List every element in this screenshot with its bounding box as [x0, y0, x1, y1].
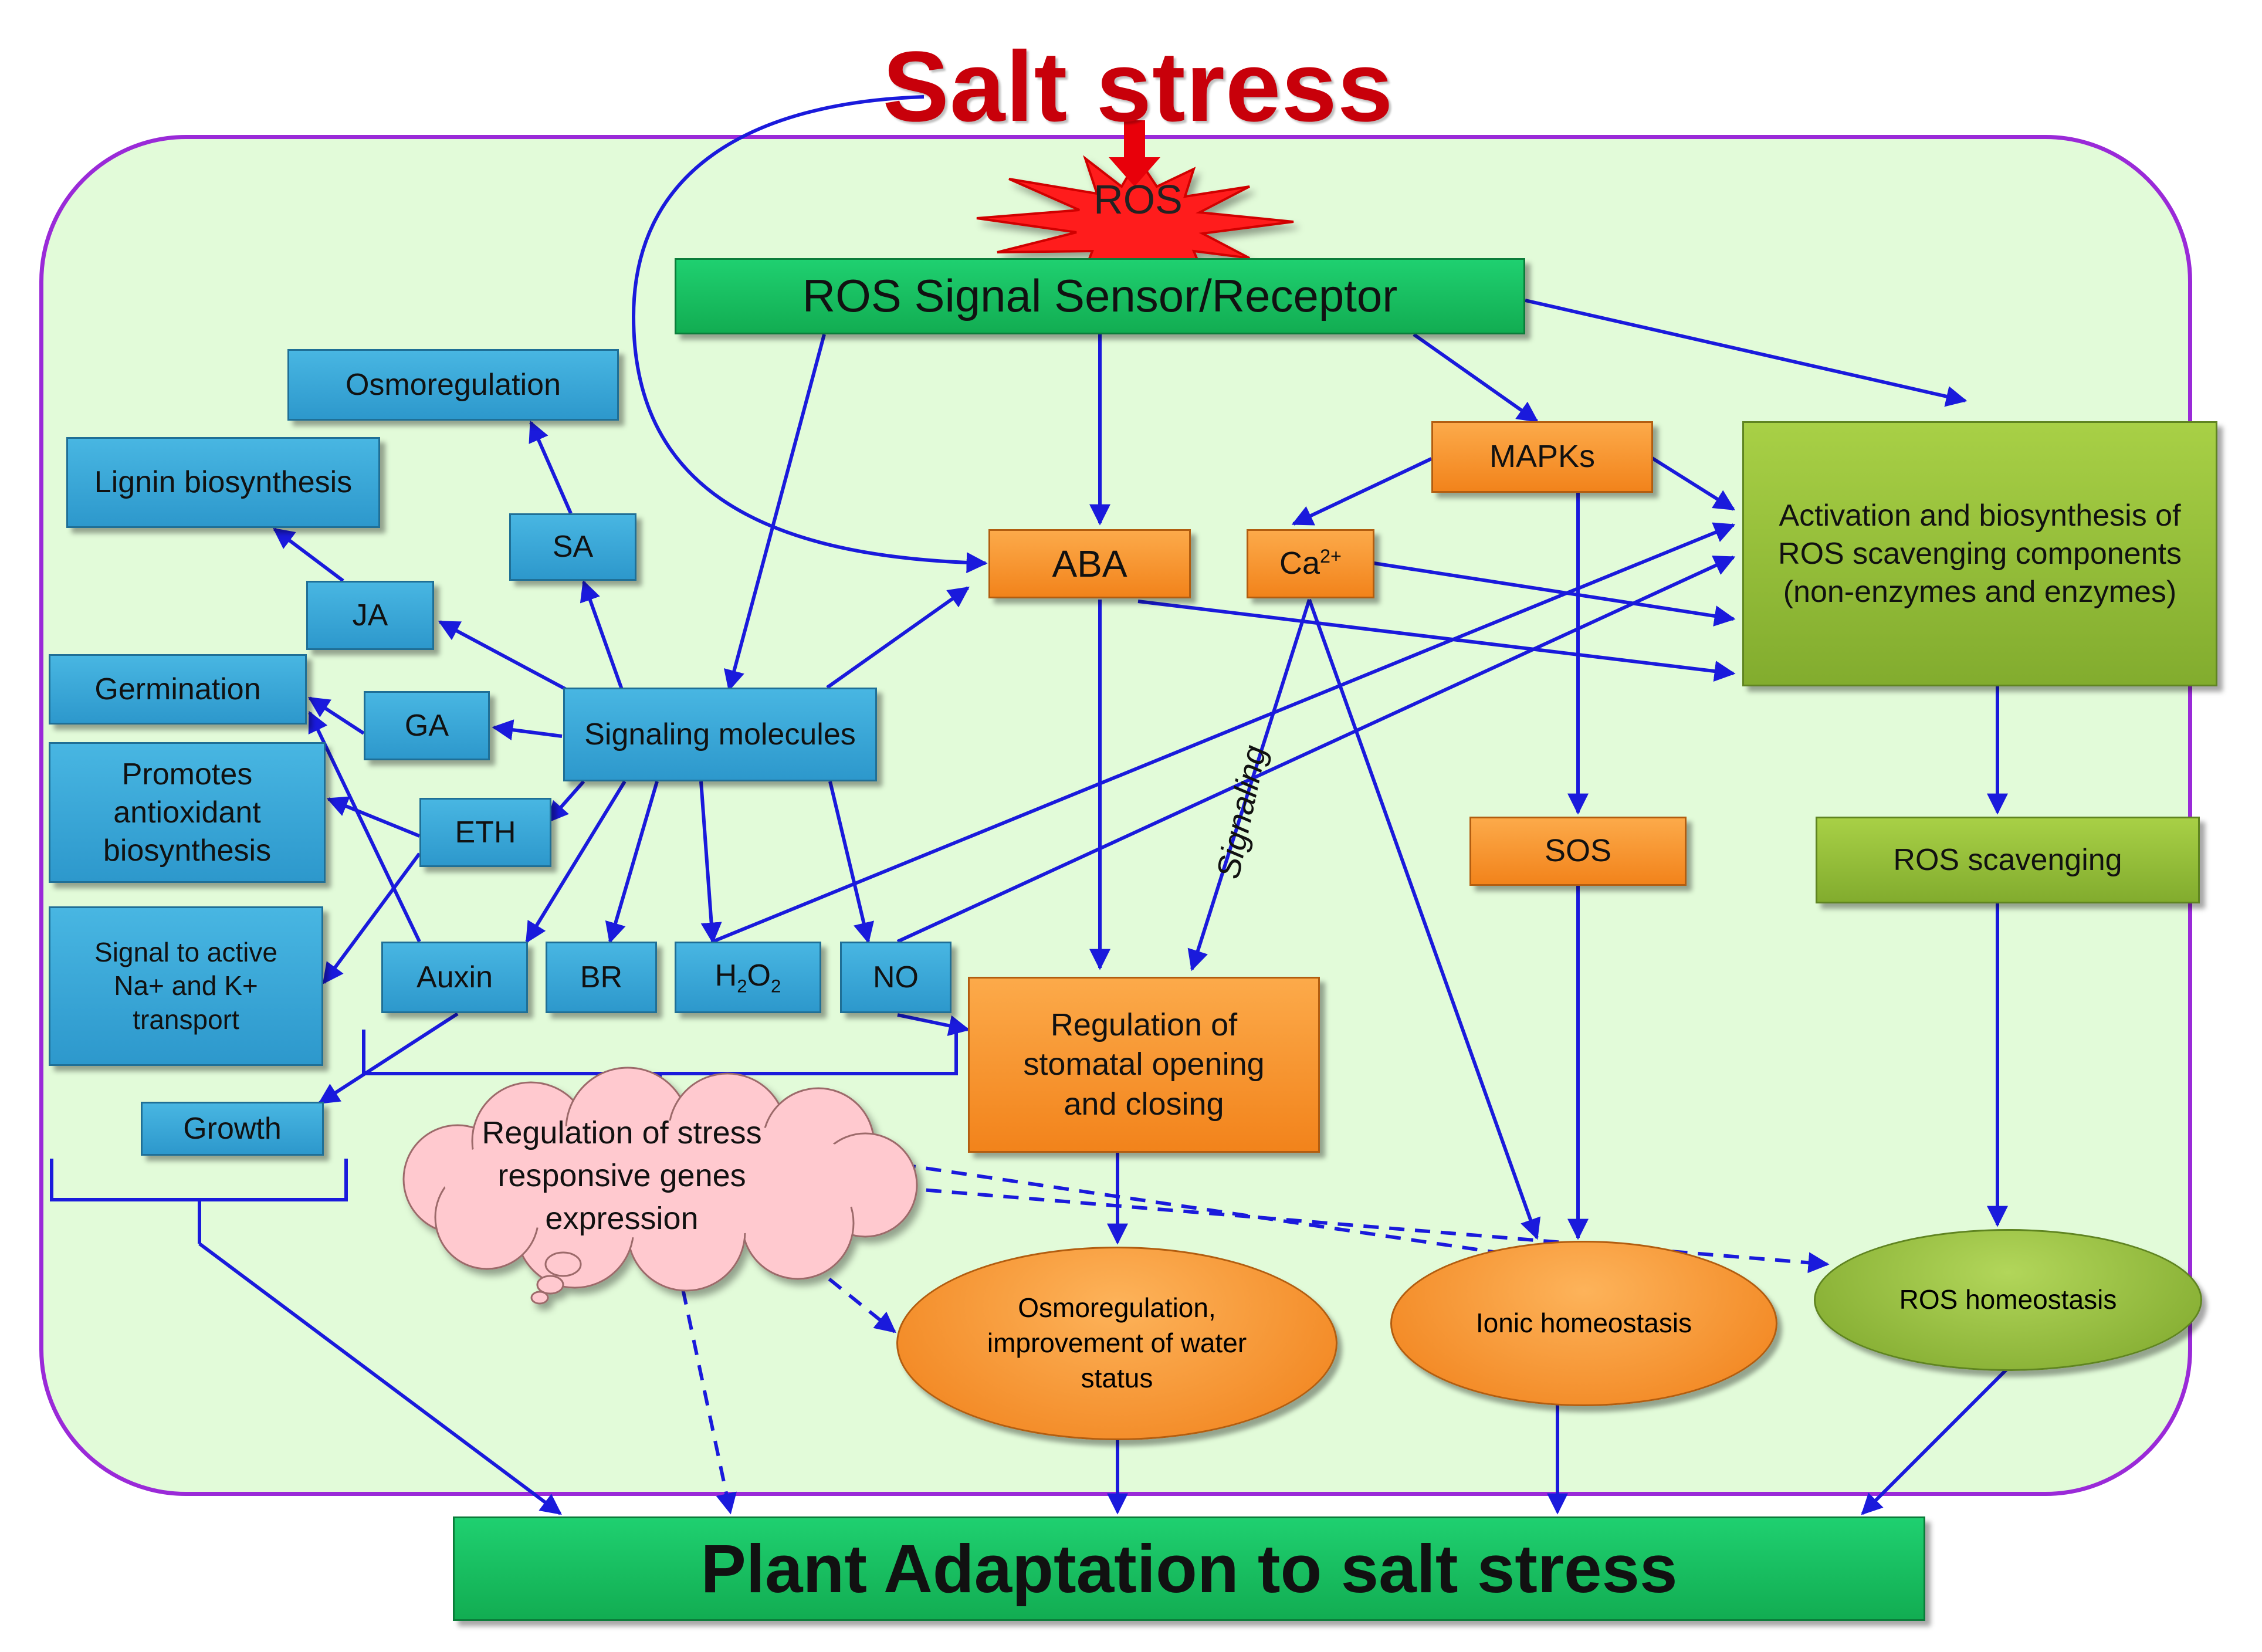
- sos-box: SOS: [1469, 817, 1687, 886]
- stomatal-regulation-box: Regulation of stomatal opening and closi…: [968, 977, 1320, 1153]
- ros-scavenging-activation-box: Activation and biosynthesis of ROS scave…: [1742, 421, 2217, 686]
- signaling-molecules-box: Signaling molecules: [563, 688, 877, 781]
- aba-box: ABA: [988, 529, 1191, 598]
- ros-signal-sensor-box: ROS Signal Sensor/Receptor: [675, 258, 1525, 334]
- br-box: BR: [546, 942, 657, 1013]
- osmoregulation-box: Osmoregulation: [287, 349, 619, 421]
- sa-box: SA: [509, 513, 636, 581]
- osmoregulation-water-oval: Osmoregulation, improvement of water sta…: [896, 1247, 1337, 1440]
- ros-label: ROS: [1093, 177, 1183, 222]
- ros-scavenging-box: ROS scavenging: [1816, 817, 2200, 903]
- salt-to-ros-arrow: [1109, 120, 1160, 187]
- ga-box: GA: [364, 691, 490, 760]
- solid-arrows: [50, 299, 2008, 1515]
- ros-homeostasis-oval: ROS homeostasis: [1814, 1229, 2202, 1371]
- auxin-box: Auxin: [381, 942, 528, 1013]
- ca-label: Ca2+: [1279, 546, 1342, 581]
- plant-adaptation-box: Plant Adaptation to salt stress: [453, 1516, 1925, 1621]
- gene-expression-text: Regulation of stress responsive genes ex…: [482, 1115, 762, 1236]
- promotes-antioxidant-box: Promotes antioxidant biosynthesis: [49, 742, 326, 883]
- germination-box: Germination: [49, 654, 307, 725]
- ja-box: JA: [306, 581, 434, 650]
- growth-box: Growth: [141, 1102, 324, 1156]
- salt-stress-title: Salt stress: [882, 31, 1394, 143]
- h2o2-box: H2O2: [675, 942, 821, 1013]
- ionic-homeostasis-oval: Ionic homeostasis: [1390, 1241, 1777, 1406]
- eth-box: ETH: [419, 798, 551, 867]
- ca-box: Ca2+: [1247, 529, 1374, 598]
- mapks-box: MAPKs: [1431, 421, 1653, 493]
- no-box: NO: [840, 942, 951, 1013]
- signal-transport-box: Signal to active Na+ and K+ transport: [49, 906, 323, 1066]
- lignin-biosynthesis-box: Lignin biosynthesis: [66, 437, 380, 528]
- salt-to-aba-curve: [631, 95, 988, 574]
- h2o2-label: H2O2: [715, 959, 781, 997]
- gene-expression-cloud: [402, 1067, 918, 1305]
